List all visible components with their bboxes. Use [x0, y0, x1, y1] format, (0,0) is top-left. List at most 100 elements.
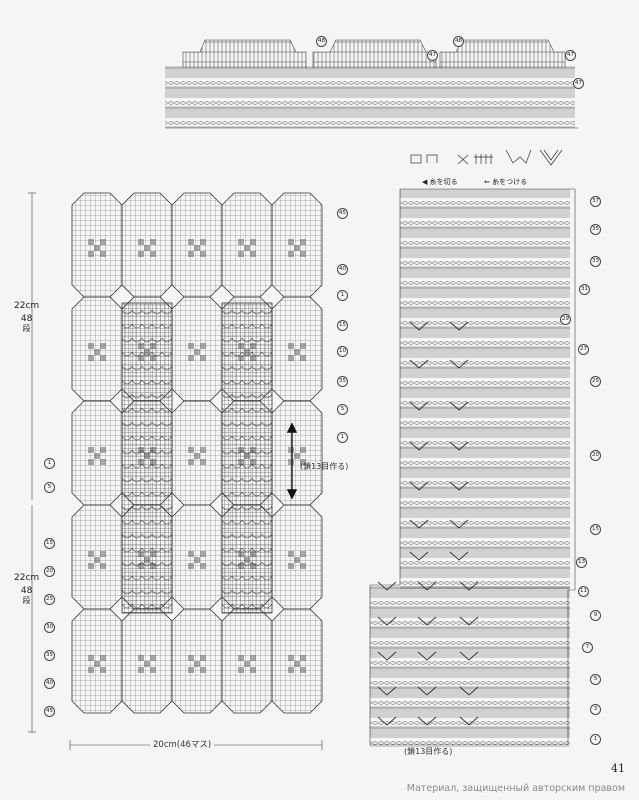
motif-filled-blocks — [188, 239, 206, 257]
lace-arc — [221, 533, 233, 539]
row-mark: 47 — [565, 50, 576, 61]
lace-arc — [231, 519, 243, 525]
lace-arc — [221, 603, 233, 609]
lace-arc — [241, 533, 253, 539]
row-mark: 25 — [44, 594, 55, 605]
lace-arc — [251, 351, 263, 357]
lace-arc — [161, 337, 173, 343]
row-mark: 1 — [337, 432, 348, 443]
row-mark: 48 — [453, 36, 464, 47]
motif-filled-blocks — [188, 655, 206, 673]
v-stitch-mark — [377, 686, 397, 696]
lace-arc — [131, 575, 143, 581]
lace-arc — [161, 519, 173, 525]
lace-arc — [161, 449, 173, 455]
row-mark: 47 — [427, 50, 438, 61]
lace-arc — [151, 393, 163, 399]
lace-arc — [121, 477, 133, 483]
row-mark: 45 — [44, 706, 55, 717]
lace-arc — [121, 337, 133, 343]
lace-arc — [151, 323, 163, 329]
lace-arc — [141, 561, 153, 567]
lace-arc — [231, 351, 243, 357]
row-mark: 35 — [44, 650, 55, 661]
lace-arc — [241, 309, 253, 315]
lace-arc — [151, 351, 163, 357]
lace-arc — [121, 393, 133, 399]
lace-arc — [151, 337, 163, 343]
lace-arc — [241, 463, 253, 469]
row-mark: 31 — [579, 284, 590, 295]
lace-arc — [241, 337, 253, 343]
lace-arc — [241, 477, 253, 483]
lace-arc — [131, 449, 143, 455]
lace-arc — [261, 505, 273, 511]
lace-arc — [121, 309, 133, 315]
lace-arc — [131, 337, 143, 343]
lace-arc — [131, 491, 143, 497]
lace-arc — [231, 505, 243, 511]
row-mark: 40 — [337, 264, 348, 275]
lace-arc — [261, 449, 273, 455]
lace-arc — [121, 351, 133, 357]
lace-arc — [221, 589, 233, 595]
lace-arc — [161, 435, 173, 441]
lace-arc — [131, 379, 143, 385]
lace-arc — [121, 379, 133, 385]
row-mark: 35 — [590, 224, 601, 235]
lace-arc — [241, 379, 253, 385]
lace-arc — [151, 547, 163, 553]
lace-arc — [231, 449, 243, 455]
row-mark: 37 — [590, 196, 601, 207]
lace-arc — [251, 533, 263, 539]
lace-arc — [241, 435, 253, 441]
lace-arc — [261, 309, 273, 315]
row-mark: 1 — [44, 458, 55, 469]
lace-arc — [131, 309, 143, 315]
lace-arc — [241, 561, 253, 567]
v-stitch-mark — [449, 321, 469, 331]
v-stitch-mark — [459, 716, 479, 726]
lace-arc — [221, 393, 233, 399]
lace-arc — [121, 589, 133, 595]
row-mark: 47 — [573, 78, 584, 89]
v-stitch-mark — [449, 551, 469, 561]
lace-arc — [151, 463, 163, 469]
lace-arc — [151, 491, 163, 497]
lace-arc — [131, 463, 143, 469]
row-mark: 13 — [576, 557, 587, 568]
row-mark: 3 — [590, 704, 601, 715]
lace-arc — [241, 589, 253, 595]
lace-arc — [131, 435, 143, 441]
row-mark: 29 — [560, 314, 571, 325]
row-mark: 11 — [578, 586, 589, 597]
lace-arc — [231, 393, 243, 399]
lace-arc — [141, 365, 153, 371]
lace-arc — [221, 351, 233, 357]
page-number: 41 — [611, 762, 625, 775]
lace-arc — [221, 547, 233, 553]
lace-arc — [131, 323, 143, 329]
lace-arc — [231, 379, 243, 385]
left-chain-note: (鎖13目作る) — [300, 462, 349, 471]
lace-arc — [141, 491, 153, 497]
lace-arc — [251, 519, 263, 525]
lace-arc — [161, 365, 173, 371]
lace-arc — [261, 477, 273, 483]
lace-arc — [161, 421, 173, 427]
lace-arc — [121, 407, 133, 413]
lace-arc — [221, 505, 233, 511]
left-filet-chart — [71, 192, 323, 714]
lace-arc — [251, 365, 263, 371]
lace-arc — [121, 533, 133, 539]
lace-arc — [161, 491, 173, 497]
v-stitch-mark — [417, 616, 437, 626]
lace-arc — [151, 309, 163, 315]
lace-arc — [141, 421, 153, 427]
lace-arc — [131, 533, 143, 539]
row-mark: 30 — [44, 622, 55, 633]
lace-arc — [241, 407, 253, 413]
copyright-notice: Материал, защищенный авторским правом — [406, 783, 625, 794]
motif-filled-blocks — [188, 343, 206, 361]
lace-arc — [141, 519, 153, 525]
